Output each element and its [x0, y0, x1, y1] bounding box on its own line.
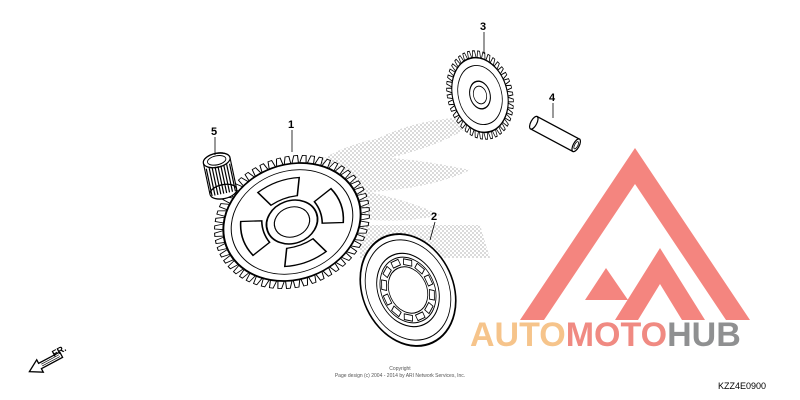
part-5-needle-bearing — [202, 137, 238, 200]
copyright-line-1: Copyright — [389, 366, 411, 372]
bearing-needle — [226, 164, 234, 192]
watermark-auto: AUTO — [470, 316, 566, 354]
clutch-roller — [381, 279, 388, 291]
front-direction-arrow: FR. — [28, 343, 68, 373]
bearing-needle — [211, 167, 219, 195]
clutch-roller — [390, 258, 402, 269]
automotohub-logo-mark — [520, 148, 750, 320]
bearing-needle — [214, 166, 222, 195]
bearing-needle — [208, 167, 216, 196]
clutch-roller — [414, 262, 425, 275]
clutch-roller — [382, 265, 392, 279]
clutch-roller — [403, 313, 413, 322]
callout-2: 2 — [431, 211, 437, 223]
clutch-roller — [391, 305, 402, 318]
bearing-needle — [205, 168, 213, 197]
clutch-roller — [414, 311, 426, 322]
callout-5: 5 — [211, 126, 217, 138]
automotohub-watermark: AUTOMOTOHUB — [470, 316, 741, 356]
callout-1: 1 — [288, 119, 294, 131]
clutch-roller — [428, 289, 435, 301]
callout-4: 4 — [549, 92, 556, 104]
part-1-starter-driven-gear — [214, 130, 370, 290]
clutch-roller — [423, 274, 434, 287]
front-direction-label: FR. — [50, 343, 67, 359]
diagram-code: KZZ4E0900 — [718, 381, 767, 391]
part-2-one-way-clutch — [359, 221, 457, 347]
part-4-shaft — [528, 103, 582, 153]
clutch-rollers — [381, 258, 435, 322]
callout-3: 3 — [480, 21, 486, 33]
watermark-hub: HUB — [667, 316, 741, 354]
clutch-roller — [424, 301, 434, 315]
bearing-needle — [220, 165, 228, 194]
watermark-moto: MOTO — [565, 316, 668, 354]
bearing-needle — [223, 164, 231, 193]
bearing-needle — [217, 166, 225, 194]
copyright-line-2: Page design (c) 2004 - 2014 by ARI Netwo… — [334, 373, 466, 379]
bearing-needles — [205, 163, 236, 197]
clutch-roller — [403, 258, 413, 267]
bearing-needle — [228, 163, 236, 192]
part-3-reduction-gear — [446, 32, 514, 140]
clutch-roller — [382, 293, 393, 306]
